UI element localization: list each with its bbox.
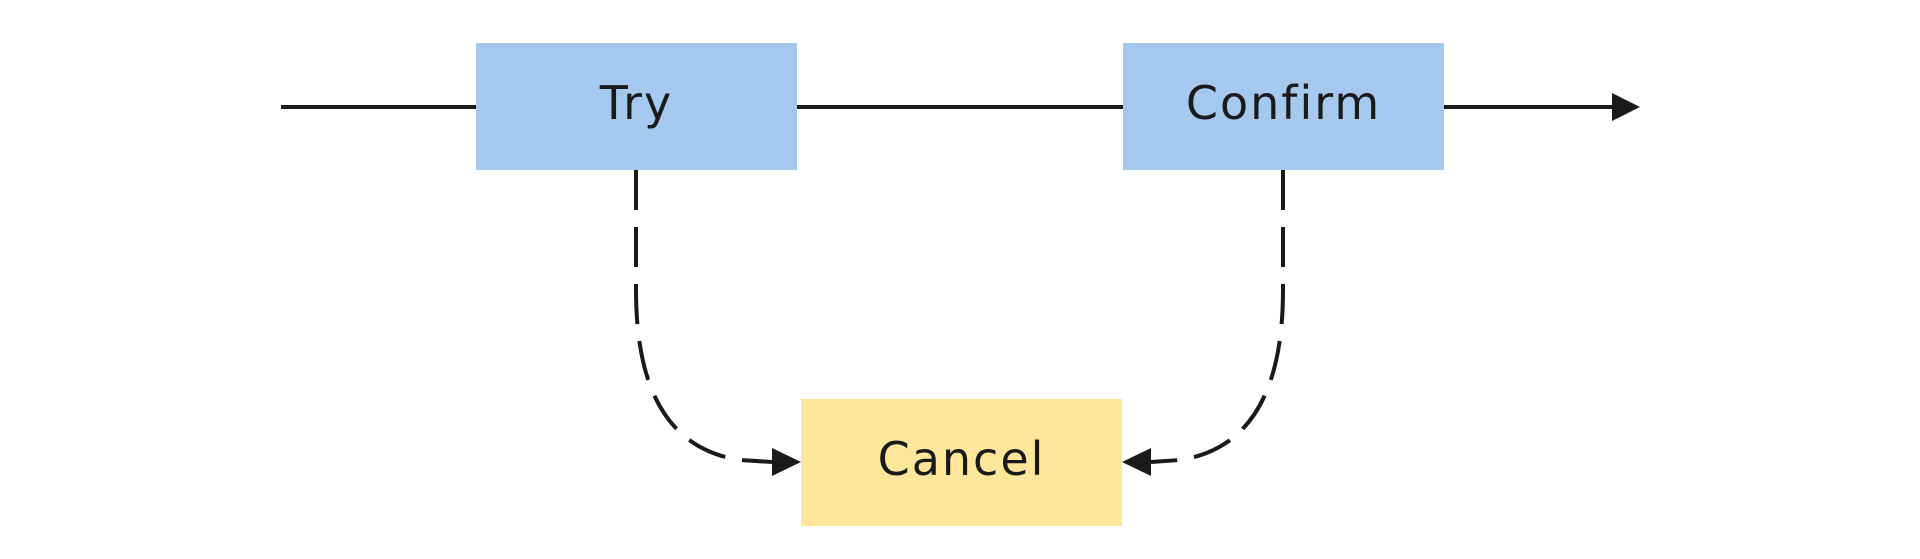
cancel-box	[801, 399, 1122, 526]
try-to-cancel-arrowhead	[772, 448, 801, 476]
cancel-label: Cancel	[878, 432, 1046, 486]
confirm-box	[1123, 43, 1444, 170]
cancel-node: Cancel	[801, 399, 1122, 526]
timeline-arrowhead	[1612, 93, 1640, 121]
confirm-label: Confirm	[1186, 76, 1381, 130]
confirm-to-cancel-dashed-connector	[1150, 170, 1285, 464]
confirm-to-cancel-arrowhead	[1122, 448, 1151, 476]
confirm-node: Confirm	[1123, 43, 1444, 170]
try-box	[476, 43, 797, 170]
try-to-cancel-dashed-connector	[634, 170, 773, 464]
try-node: Try	[476, 43, 797, 170]
try-label: Try	[599, 76, 673, 130]
